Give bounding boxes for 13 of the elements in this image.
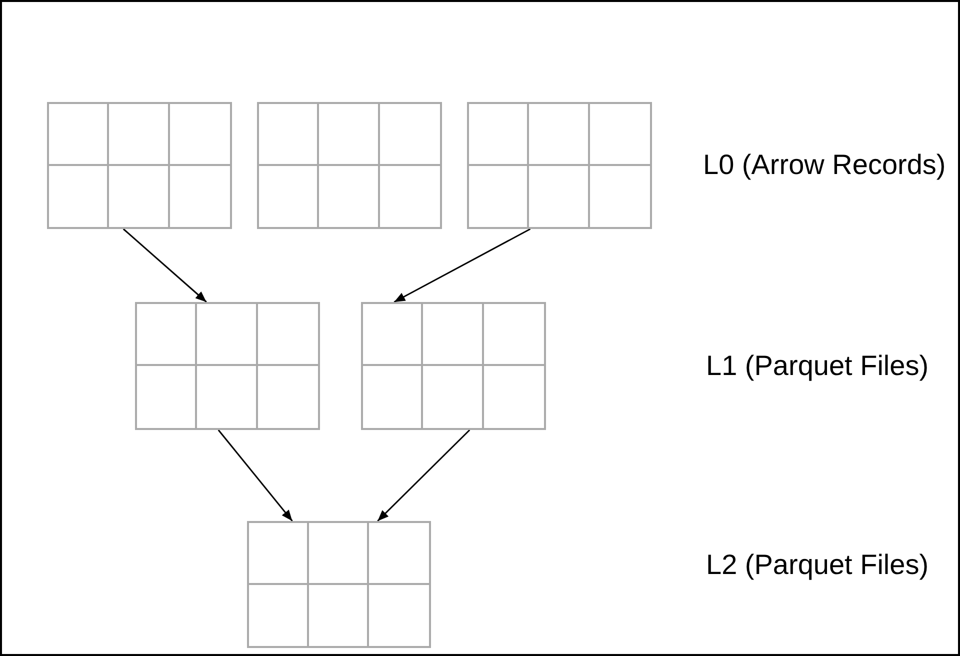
arrow [218,430,293,522]
table-grid [257,102,442,229]
arrow [377,429,470,522]
table-grid [361,302,546,430]
table-grid [247,521,431,648]
arrow [122,228,207,303]
table-grid [467,102,652,229]
arrow [394,228,531,303]
table-grid [47,102,232,229]
level-label: L2 (Parquet Files) [706,548,929,582]
table-grid [135,302,320,430]
level-label: L1 (Parquet Files) [706,349,929,383]
level-label: L0 (Arrow Records) [703,148,946,182]
